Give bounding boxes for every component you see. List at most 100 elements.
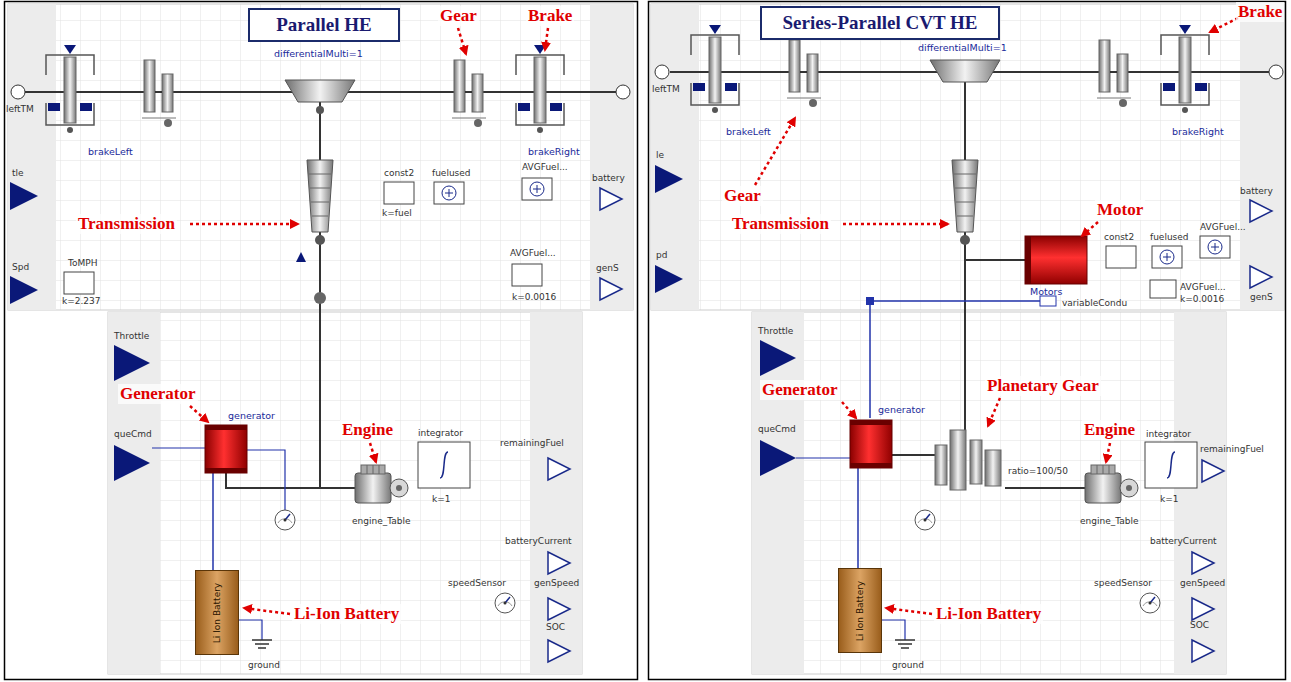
callout-label: Gear [722,186,763,206]
signal-name: AVGFuel... [1200,222,1246,233]
left-model-parts-part [307,160,333,245]
left-model-parts-part [142,60,176,127]
screen-background-part [651,4,1284,310]
left-model-parts-part [600,278,622,300]
right-model-parts-part [950,430,966,490]
shafts-and-wires-part [857,468,859,568]
callout-label: Planetary Gear [985,376,1101,396]
battery-text: Li Ion Battery [212,582,222,642]
panel-frame [5,2,1286,680]
shafts-and-wires-part [226,473,355,488]
shafts-and-wires-part [964,82,966,430]
callout-arrow-part [370,443,376,462]
battery-text: Li Ion Battery [855,580,865,640]
screen-background-part [8,4,56,310]
screen-background-part [752,312,804,674]
right-model-parts-part [935,445,947,485]
screen-background-part [651,4,699,310]
component-name: brakeRight [1172,126,1224,137]
signal-name: const2 [1104,232,1134,243]
component-name: generator [228,410,275,421]
left-model-parts-part [548,640,570,662]
signal-name: speedSensor [1094,578,1152,589]
left-model-parts [10,45,630,662]
shafts-and-wires-part [965,259,1025,261]
signal-name: AVGFuel... [522,162,568,173]
left-model-parts-part [495,593,515,613]
screen-background-part [1240,4,1284,310]
right-model-parts-part [787,40,821,107]
signal-name: batteryCurrent [1150,536,1217,547]
callout-arrow-part [244,608,290,614]
component-name: Motors [1030,286,1062,297]
signal-name: fuelused [432,168,471,179]
callout-label: Generator [760,380,840,400]
signal-name: genSpeed [534,578,579,589]
callout-label: Transmission [76,214,177,234]
left-model-parts-part [516,45,564,133]
right-model-parts-part [1085,465,1138,503]
panel-frame-part [5,2,638,680]
signal-name: k=1 [1160,494,1178,505]
right-model-parts-part [1025,236,1031,284]
left-model-parts-part [205,425,247,473]
right-model-parts-part [655,65,669,79]
panel-frame-part [649,2,1286,680]
left-model-parts-part [548,552,570,574]
left-model-parts-part [418,442,470,488]
left-model-parts-part [616,85,630,99]
left-model-parts-part [114,345,150,381]
component-name: generator [878,404,925,415]
signal-name: ground [892,660,924,671]
right-model-parts-part [691,25,739,113]
signal-name: battery [592,173,625,184]
right-model-parts-part [850,420,892,468]
callout-label: Generator [118,384,198,404]
signal-name: AVGFuel... [1180,282,1226,293]
signal-name: const2 [384,168,414,179]
shafts-and-wires-part [212,473,214,570]
left-model-parts-part [46,45,94,133]
signal-name: ToMPH [68,258,97,269]
signal-name: Spd [12,262,29,273]
signal-name: pd [656,250,667,261]
callout-arrow-part [190,223,298,226]
signal-name: k=2.237 [62,296,101,307]
shafts-and-wires-part [796,457,850,458]
signal-name: k=1 [432,494,450,505]
left-model-parts-part [10,276,38,304]
right-model-parts-part [1192,598,1214,620]
right-model-parts-part [1269,65,1283,79]
callout-label: Gear [438,6,479,26]
left-model-parts-part [11,85,25,99]
signal-name: leftTM [652,84,680,95]
right-model-parts-part [760,440,796,476]
signal-name: integrator [1146,429,1191,440]
callout-label: Engine [1082,420,1137,440]
shafts-and-wires-part [247,450,285,510]
right-model-parts-part [1192,640,1214,662]
signal-name: SOC [546,622,565,633]
right-model-parts-part [1250,200,1272,222]
callout-arrow-part [1082,222,1098,236]
left-model-parts-part [355,465,408,503]
component-name: brakeLeft [726,126,771,137]
screen-background-part [530,312,582,674]
signal-name: ratio=100/50 [1008,466,1068,477]
right-model-parts-part [1140,593,1160,613]
callout-arrow-part [842,402,856,418]
screen-background [8,4,1284,674]
right-model-parts-part [1161,25,1209,113]
shafts-and-wires-part [152,447,205,448]
battery-box: Li Ion Battery [195,570,239,655]
signal-name: ground [248,660,280,671]
left-model-parts-part [522,178,552,200]
title-box: Parallel HE [248,8,400,42]
left-model-parts-part [285,80,355,102]
screen-background-part [752,312,1226,674]
right-model-parts-part [915,510,935,530]
left-model-parts-part [434,182,464,204]
right-model-parts-part [1200,236,1230,258]
callout-arrow-part [190,406,208,422]
callout-arrow-part [886,608,932,614]
